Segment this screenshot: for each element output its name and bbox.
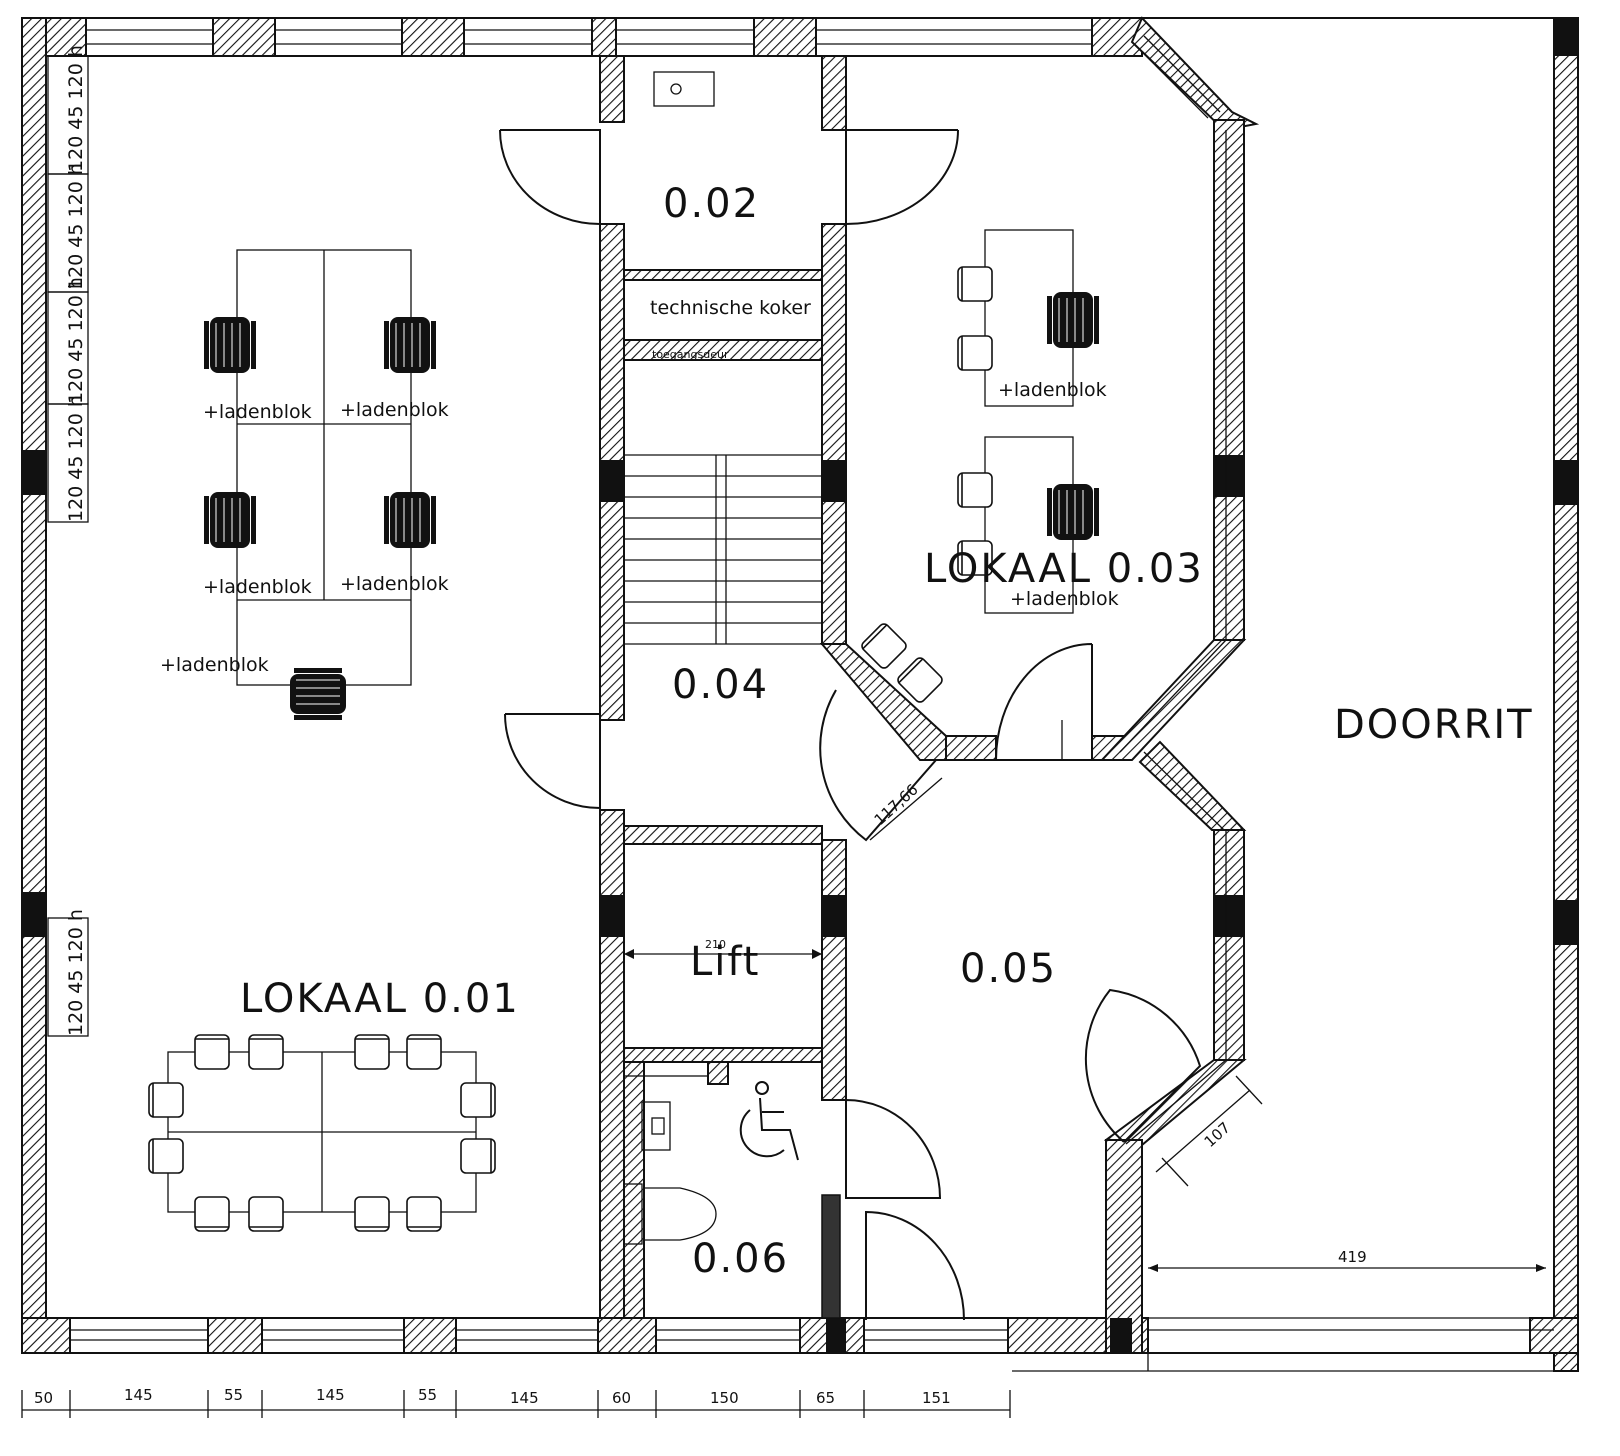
dim-bottom-6: 60: [612, 1389, 631, 1407]
window-note: 120 45 120 h: [65, 45, 87, 172]
label-ladenblok: +ladenblok: [203, 401, 312, 423]
window-note: 120 45 120 h: [65, 163, 87, 290]
office-chair: [289, 667, 347, 721]
dim-bottom-0: 50: [34, 1389, 53, 1407]
office-chair: [383, 316, 437, 374]
room-label-001: LOKAAL 0.01: [240, 976, 520, 1022]
room-labels: 0.02 LOKAAL 0.03 0.04 DOORRIT LOKAAL 0.0…: [240, 181, 1534, 1282]
label-ladenblok: +ladenblok: [160, 654, 269, 676]
desk-cluster: [203, 249, 437, 721]
room-label-003: LOKAAL 0.03: [924, 546, 1204, 592]
room-label-lift: Lift: [690, 939, 760, 985]
dim-lift-width: 210: [705, 938, 726, 951]
dim-bottom-9: 151: [922, 1389, 951, 1407]
label-toegangsdeur: toegangsdeur: [652, 348, 729, 361]
label-ladenblok: +ladenblok: [340, 573, 449, 595]
office-chair: [383, 491, 437, 549]
room-label-006: 0.06: [692, 1236, 789, 1282]
window-notes: [47, 55, 89, 1037]
dim-door-width: 117,66: [871, 780, 922, 829]
toilet-fixtures: [623, 1061, 717, 1245]
doors: [499, 129, 1202, 1321]
label-ladenblok: +ladenblok: [340, 399, 449, 421]
dim-bottom-8: 65: [816, 1389, 835, 1407]
office-chair: [1046, 483, 1100, 541]
room-label-005: 0.05: [960, 946, 1057, 992]
label-ladenblok: +ladenblok: [998, 379, 1107, 401]
office-chair: [203, 316, 257, 374]
window-note-labels: 120 45 120 h 120 45 120 h 120 45 120 h 1…: [65, 45, 87, 1036]
dim-bottom-7: 150: [710, 1389, 739, 1407]
dim-bottom-2: 55: [224, 1386, 243, 1404]
label-technische-koker: technische koker: [650, 297, 811, 319]
dim-bottom-5: 145: [510, 1389, 539, 1407]
office-chair: [1046, 291, 1100, 349]
sink: [653, 71, 715, 107]
dim-bottom-4: 55: [418, 1386, 437, 1404]
label-ladenblok: +ladenblok: [203, 576, 312, 598]
window-note: 120 45 120 h: [65, 277, 87, 404]
room-label-002: 0.02: [663, 181, 760, 227]
dim-bottom-3: 145: [316, 1386, 345, 1404]
staircase: [624, 454, 822, 645]
dimension-lines: [21, 777, 1546, 1418]
outer-walls: [21, 17, 1579, 1372]
furniture-labels: technische koker toegangsdeur +ladenblok…: [160, 297, 1119, 676]
inner-walls: [599, 16, 1260, 1354]
label-ladenblok: +ladenblok: [1010, 588, 1119, 610]
dim-garage-door: 107: [1201, 1118, 1234, 1151]
dimension-labels: 50 145 55 145 55 145 60 150 65 151 210 4…: [34, 780, 1367, 1407]
lift-shaft: [624, 949, 822, 959]
dim-bottom-1: 145: [124, 1386, 153, 1404]
office-chair: [203, 491, 257, 549]
room-label-004: 0.04: [672, 662, 769, 708]
window-note: 120 45 120 h: [65, 909, 87, 1036]
window-note: 120 45 120 h: [65, 395, 87, 522]
office-desks-003: [859, 229, 1100, 705]
wheelchair-icon: [739, 1081, 799, 1161]
meeting-table: [148, 1034, 496, 1232]
dim-doorrit-width: 419: [1338, 1248, 1367, 1266]
room-label-doorrit: DOORRIT: [1334, 702, 1534, 748]
